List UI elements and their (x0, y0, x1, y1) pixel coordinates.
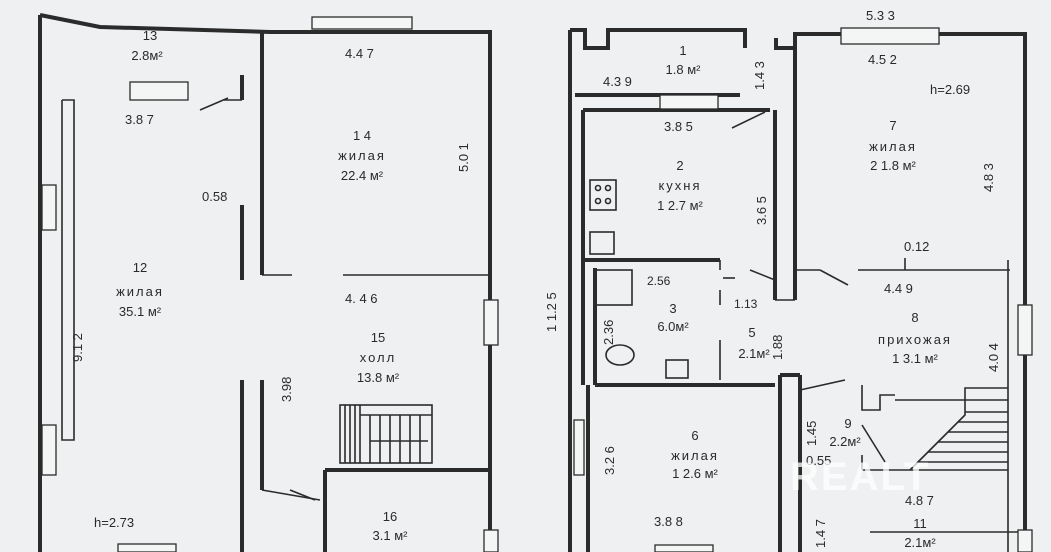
room-5-area: 2.1м² (738, 346, 770, 361)
room-12-name: жилая (116, 284, 164, 299)
room-13-number: 13 (143, 28, 157, 43)
dim-533: 5.3 3 (866, 8, 895, 23)
dim-1125: 1 1.2 5 (544, 292, 559, 332)
room-14-name: жилая (338, 148, 386, 163)
fixtures (589, 179, 689, 379)
height-273: h=2.73 (94, 515, 134, 530)
room-7-number: 7 (889, 118, 896, 133)
dim-387: 3.8 7 (125, 112, 154, 127)
room-9-number: 9 (844, 416, 851, 431)
room-labels: 13 2.8м² 1 4 жилая 22.4 м² 12 жилая 35.1… (116, 28, 952, 550)
room-14-number: 1 4 (353, 128, 371, 143)
dim-236: 2.36 (601, 320, 616, 345)
left-windows (41, 16, 499, 552)
dim-449: 4.4 9 (884, 281, 913, 296)
dim-385: 3.8 5 (664, 119, 693, 134)
room-11-area: 2.1м² (904, 535, 936, 550)
dim-452: 4.5 2 (868, 52, 897, 67)
room-7-area: 2 1.8 м² (870, 158, 916, 173)
room-8-area: 1 3.1 м² (892, 351, 938, 366)
dim-058: 0.58 (202, 189, 227, 204)
dim-365: 3.6 5 (754, 196, 769, 225)
dim-404: 4.0 4 (986, 343, 1001, 372)
stairs-left (339, 404, 433, 464)
dim-483: 4.8 3 (981, 163, 996, 192)
room-9-area: 2.2м² (829, 434, 861, 449)
room-6-area: 1 2.6 м² (672, 466, 718, 481)
room-8-name: прихожая (878, 332, 952, 347)
room-2-number: 2 (676, 158, 683, 173)
room-16-number: 16 (383, 509, 397, 524)
room-5-number: 5 (748, 325, 755, 340)
right-windows (573, 27, 1033, 552)
dim-398: 3.98 (279, 377, 294, 402)
room-16-area: 3.1 м² (373, 528, 409, 543)
room-13-area: 2.8м² (131, 48, 163, 63)
room-1-number: 1 (679, 43, 686, 58)
dim-912: 9.1 2 (70, 333, 85, 362)
dim-147: 1.4 7 (813, 519, 828, 548)
left-plan-walls (38, 13, 492, 552)
room-11-number: 11 (913, 516, 927, 531)
room-1-area: 1.8 м² (666, 62, 702, 77)
right-plan-walls (568, 28, 1027, 552)
dim-388: 3.8 8 (654, 514, 683, 529)
dim-501: 5.0 1 (456, 143, 471, 172)
room-2-name: кухня (658, 178, 701, 193)
dim-113: 1.13 (734, 297, 758, 311)
room-7-name: жилая (869, 139, 917, 154)
dimension-labels: 4.4 7 5.0 1 3.8 7 0.58 9.1 2 4. 4 6 3.98… (70, 8, 1001, 548)
dim-145: 1.45 (804, 421, 819, 446)
dim-055: 0.55 (806, 453, 831, 468)
dim-439: 4.3 9 (603, 74, 632, 89)
room-6-number: 6 (691, 428, 698, 443)
dim-012: 0.12 (904, 239, 929, 254)
room-12-number: 12 (133, 260, 147, 275)
room-15-name: холл (360, 350, 396, 365)
dim-326: 3.2 6 (602, 446, 617, 475)
room-12-area: 35.1 м² (119, 304, 162, 319)
room-15-area: 13.8 м² (357, 370, 400, 385)
room-6-name: жилая (671, 448, 719, 463)
dim-143: 1.4 3 (752, 61, 767, 90)
dim-256: 2.56 (647, 274, 671, 288)
watermark: REALT (790, 455, 930, 499)
room-3-area: 6.0м² (657, 319, 689, 334)
height-269: h=2.69 (930, 82, 970, 97)
room-15-number: 15 (371, 330, 385, 345)
room-2-area: 1 2.7 м² (657, 198, 703, 213)
dim-446: 4. 4 6 (345, 291, 378, 306)
room-14-area: 22.4 м² (341, 168, 384, 183)
room-3-number: 3 (669, 301, 676, 316)
dim-447: 4.4 7 (345, 46, 374, 61)
room-8-number: 8 (911, 310, 918, 325)
dim-188: 1.88 (770, 335, 785, 360)
dim-487: 4.8 7 (905, 493, 934, 508)
stairs-right (909, 387, 1008, 471)
